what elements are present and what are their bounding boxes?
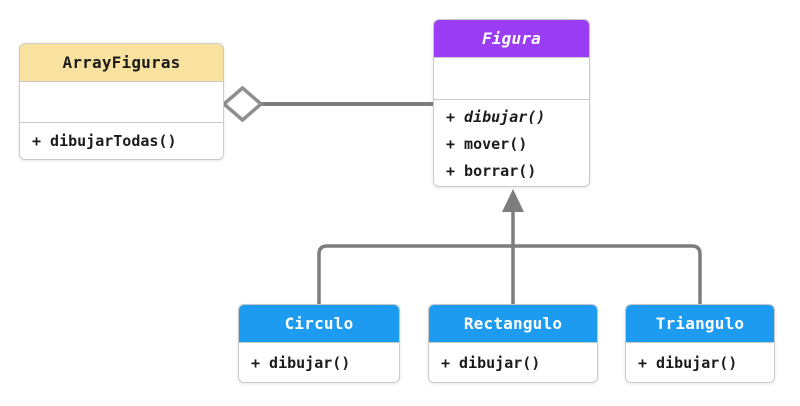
method-mover: + mover() bbox=[446, 134, 528, 153]
class-triangulo-header: Triangulo bbox=[626, 305, 774, 343]
class-triangulo-methods: + dibujar() bbox=[626, 343, 774, 382]
class-triangulo-title: Triangulo bbox=[655, 314, 745, 333]
class-circulo-methods: + dibujar() bbox=[239, 343, 399, 382]
method-triangulo-dibujar: + dibujar() bbox=[638, 353, 738, 372]
inheritance-arrowhead-icon bbox=[502, 189, 524, 212]
class-rectangulo-methods: + dibujar() bbox=[429, 343, 597, 382]
class-arrayfiguras-header: ArrayFiguras bbox=[20, 44, 223, 82]
class-circulo[interactable]: Circulo + dibujar() bbox=[238, 304, 400, 383]
class-triangulo[interactable]: Triangulo + dibujar() bbox=[625, 304, 775, 383]
class-rectangulo-title: Rectangulo bbox=[463, 314, 563, 333]
aggregation-diamond-icon bbox=[222, 86, 263, 122]
method-borrar: + borrar() bbox=[446, 161, 537, 180]
class-arrayfiguras[interactable]: ArrayFiguras + dibujarTodas() bbox=[19, 43, 224, 160]
class-figura-header: Figura bbox=[434, 20, 589, 58]
inheritance-bus-link bbox=[317, 244, 702, 304]
class-rectangulo[interactable]: Rectangulo + dibujar() bbox=[428, 304, 598, 383]
method-dibujar-abstract: + dibujar() bbox=[446, 107, 546, 126]
class-figura-methods: + dibujar() + mover() + borrar() bbox=[434, 100, 589, 186]
class-arrayfiguras-methods: + dibujarTodas() bbox=[20, 123, 223, 159]
method-circulo-dibujar: + dibujar() bbox=[251, 353, 351, 372]
method-rectangulo-dibujar: + dibujar() bbox=[441, 353, 541, 372]
class-circulo-title: Circulo bbox=[284, 314, 354, 333]
class-rectangulo-header: Rectangulo bbox=[429, 305, 597, 343]
class-arrayfiguras-attributes bbox=[20, 82, 223, 123]
class-figura-title: Figura bbox=[482, 29, 541, 48]
class-circulo-header: Circulo bbox=[239, 305, 399, 343]
class-figura-attributes bbox=[434, 58, 589, 100]
method-dibujartodas: + dibujarTodas() bbox=[32, 132, 177, 150]
class-arrayfiguras-title: ArrayFiguras bbox=[62, 53, 181, 72]
class-figura[interactable]: Figura + dibujar() + mover() + borrar() bbox=[433, 19, 590, 187]
